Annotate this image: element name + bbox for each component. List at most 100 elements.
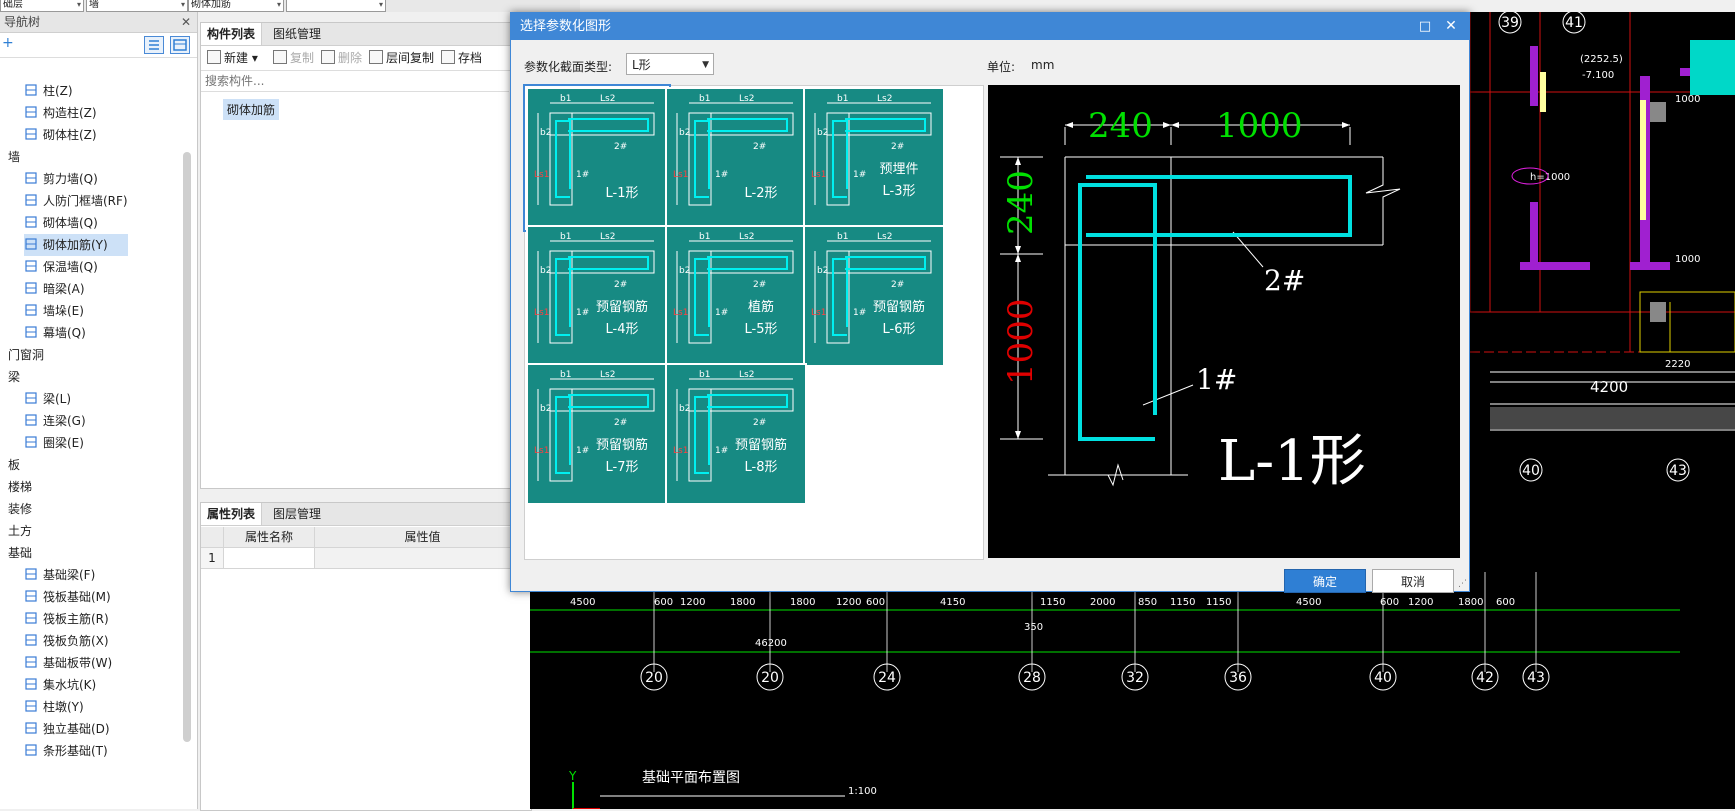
floor-combo[interactable]: 础层▾	[0, 0, 84, 12]
masonry-column-icon	[24, 126, 38, 140]
axis-label: 39	[1501, 15, 1519, 31]
thumb-dim-label: Ls2	[600, 370, 615, 380]
tree-item[interactable]: 砌体加筋(Y)	[24, 234, 128, 256]
tree-item[interactable]: 筏板主筋(R)	[24, 608, 109, 630]
close-icon[interactable]: ✕	[1445, 18, 1457, 34]
tree-category[interactable]: 板	[8, 458, 21, 472]
tree-item[interactable]: 砌体柱(Z)	[24, 124, 97, 146]
tree-item-label: 保温墙(Q)	[43, 260, 98, 274]
tab-component-list[interactable]: 构件列表	[201, 23, 263, 45]
tree-item[interactable]: 筏板负筋(X)	[24, 630, 109, 652]
list-item[interactable]: 砌体加筋	[223, 99, 280, 120]
tree-item[interactable]: 剪力墙(Q)	[24, 168, 98, 190]
resize-grip-icon[interactable]: ⋰	[1458, 579, 1467, 589]
tree-item[interactable]: 基础梁(F)	[24, 564, 95, 586]
shape-preview: 240 1000 240 1000 2# 1# L-1形	[988, 85, 1460, 558]
tree-item-label: 独立基础(D)	[43, 722, 110, 736]
tree-item-label: 柱墩(Y)	[43, 700, 84, 714]
axis-bubble	[1224, 663, 1252, 691]
tree-item[interactable]: 幕墙(Q)	[24, 322, 86, 344]
tab-layer-management[interactable]: 图层管理	[273, 507, 322, 521]
dim-label: 2220	[1665, 359, 1690, 370]
tree-item[interactable]: 墙垛(E)	[24, 300, 84, 322]
cancel-button[interactable]: 取消	[1372, 569, 1454, 593]
new-button[interactable]: 新建 ▾	[207, 50, 258, 66]
nav-toolbar: +	[0, 33, 197, 58]
section-type-select[interactable]: L形 ▼	[626, 53, 714, 75]
dim-label: 4500	[1296, 597, 1321, 608]
ok-button[interactable]: 确定	[1284, 569, 1366, 593]
tree-item[interactable]: 圈梁(E)	[24, 432, 84, 454]
tree-item[interactable]: 暗梁(A)	[24, 278, 85, 300]
dim-label: 350	[1024, 622, 1043, 633]
bar2-label: 2#	[1264, 264, 1305, 297]
tree-item[interactable]: 人防门框墙(RF)	[24, 190, 128, 212]
tree-category[interactable]: 墙	[8, 150, 21, 164]
tree-category[interactable]: 梁	[8, 370, 21, 384]
tree-category[interactable]: 基础	[8, 546, 33, 560]
component-tabs: 构件列表 图纸管理	[201, 23, 511, 46]
tree-item-label: 暗梁(A)	[43, 282, 85, 296]
column-icon	[24, 82, 38, 96]
row-number: 1	[201, 548, 224, 569]
tree-item[interactable]: 条形基础(T)	[24, 740, 108, 762]
tree-item[interactable]: 独立基础(D)	[24, 718, 110, 740]
cad-drawing: 39 41 (2252.5) -7.100 1000 1000 h=1000 2…	[530, 12, 1735, 809]
component-combo[interactable]: ▾	[286, 0, 386, 12]
copy-button[interactable]: 复制	[273, 50, 314, 66]
tree-item[interactable]: 集水坑(K)	[24, 674, 96, 696]
tree-category[interactable]: 门窗洞	[8, 348, 45, 362]
thumb-dim-label: b1	[837, 94, 848, 104]
tree-item[interactable]: 柱墩(Y)	[24, 696, 84, 718]
search-input[interactable]	[201, 71, 497, 91]
tree-item-label: 基础梁(F)	[43, 568, 96, 582]
column-pier-icon	[24, 698, 38, 712]
tab-property-list[interactable]: 属性列表	[201, 503, 263, 525]
masonry-rebar-icon	[24, 236, 38, 250]
nav-header: 导航树 ✕	[0, 12, 197, 33]
add-icon[interactable]: +	[2, 35, 14, 51]
floor-copy-button[interactable]: 层间复制	[369, 50, 434, 66]
dim-label: 2000	[1090, 597, 1115, 608]
delete-button[interactable]: 删除	[321, 50, 362, 66]
property-value-cell[interactable]	[315, 548, 531, 569]
category-combo[interactable]: 墙▾	[86, 0, 188, 12]
archive-button[interactable]: 存档	[441, 50, 482, 66]
list-view-button[interactable]	[144, 36, 164, 54]
dim-label: 1200	[836, 597, 861, 608]
close-icon[interactable]: ✕	[180, 15, 191, 29]
dim-label: 1800	[790, 597, 815, 608]
tree-category[interactable]: 装修	[8, 502, 33, 516]
tree-item-label: 剪力墙(Q)	[43, 172, 98, 186]
thumb-dim-label: b1	[560, 232, 571, 242]
thumb-bar-label: 2#	[753, 142, 766, 152]
tree-category[interactable]: 土方	[8, 524, 33, 538]
tree-category[interactable]: 楼梯	[8, 480, 33, 494]
tree-item[interactable]: 保温墙(Q)	[24, 256, 98, 278]
tree-item[interactable]: 构造柱(Z)	[24, 102, 97, 124]
tab-drawing-management[interactable]: 图纸管理	[273, 27, 322, 41]
tree-item[interactable]: 梁(L)	[24, 388, 71, 410]
delete-icon	[321, 50, 335, 64]
component-type-combo[interactable]: 砌体加筋▾	[188, 0, 284, 12]
tree-view-button[interactable]	[170, 36, 190, 54]
dim-label: 850	[1138, 597, 1157, 608]
tree-item[interactable]: 筏板基础(M)	[24, 586, 111, 608]
nav-scrollbar[interactable]	[183, 152, 191, 742]
tree-item[interactable]: 柱(Z)	[24, 80, 73, 102]
tree-item[interactable]: 基础板带(W)	[24, 652, 112, 674]
maximize-icon[interactable]: □	[1418, 19, 1432, 34]
tree-item[interactable]: 砌体墙(Q)	[24, 212, 98, 234]
property-name-cell[interactable]	[224, 548, 315, 569]
tree-item[interactable]: 连梁(G)	[24, 410, 86, 432]
